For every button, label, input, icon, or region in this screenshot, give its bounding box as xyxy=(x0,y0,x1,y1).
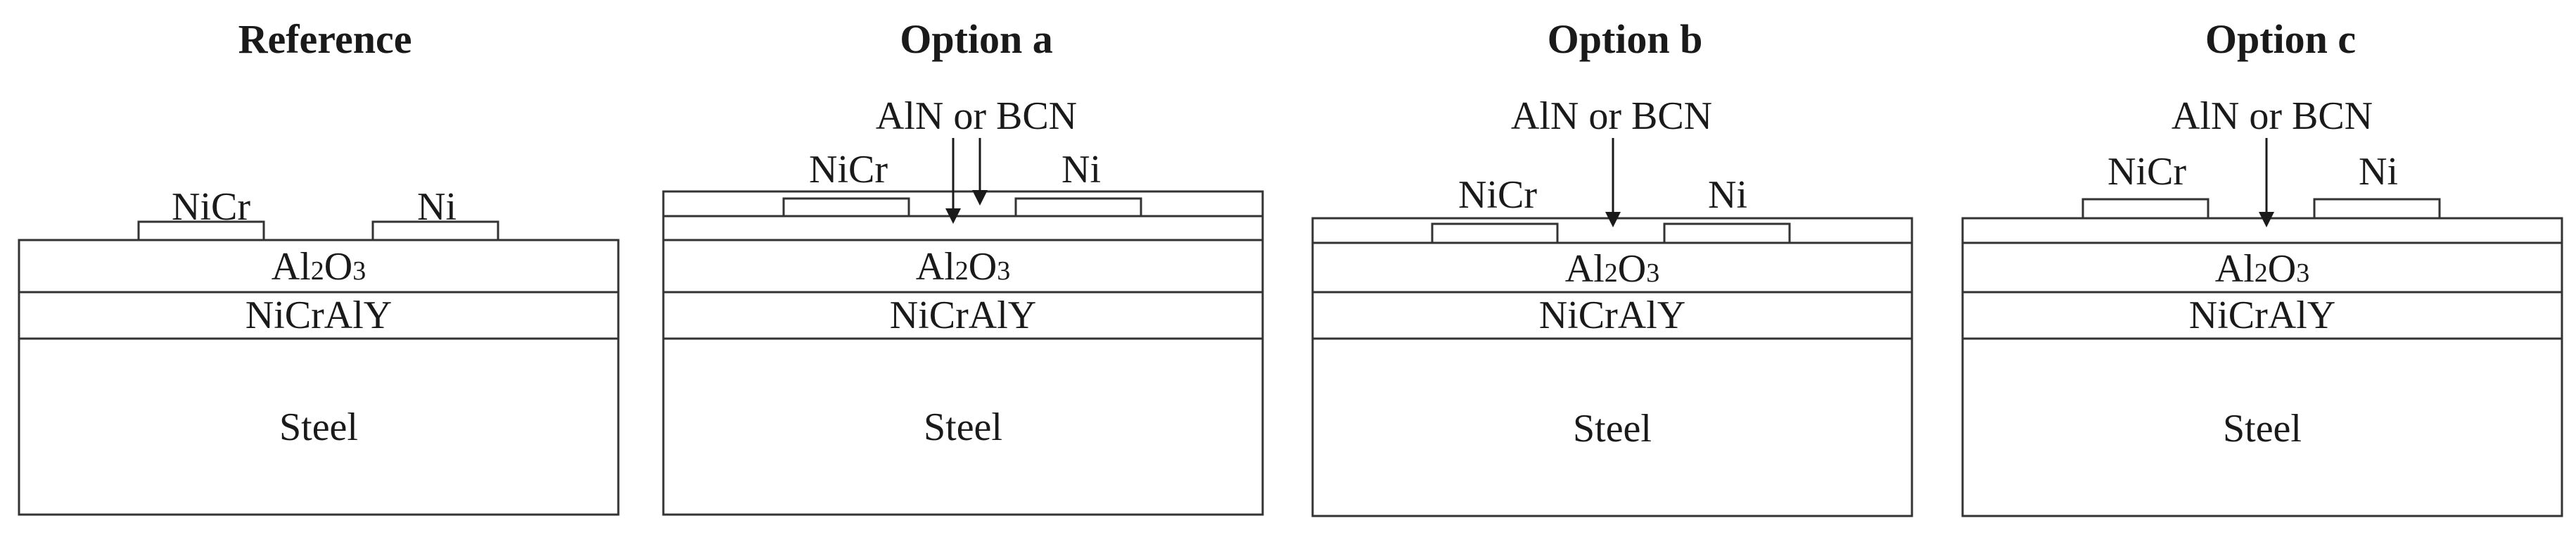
panel-reference: Reference NiCr Ni Al2O3 NiCrAlY Steel xyxy=(18,16,620,516)
panel-option-c: Option c AlN or BCN NiCr Ni Al2O3 NiCrAl… xyxy=(1961,16,2563,517)
ni-label: Ni xyxy=(1708,173,1747,217)
al2o3-label: Al2O3 xyxy=(2215,247,2309,291)
ni-label: Ni xyxy=(1061,148,1101,191)
nicraly-label: NiCrAlY xyxy=(890,294,1036,337)
coating-film xyxy=(1961,217,2563,244)
coating-label: AlN or BCN xyxy=(1511,94,1712,138)
coating-top-film xyxy=(662,190,1264,218)
nicr-label: NiCr xyxy=(172,185,250,229)
steel-label: Steel xyxy=(924,405,1002,449)
nicr-label: NiCr xyxy=(809,148,888,191)
ni-electrode xyxy=(2313,198,2441,220)
panel-option-a: Option a AlN or BCN NiCr Ni Al2O3 NiCrAl… xyxy=(662,16,1264,516)
coating-under-film xyxy=(662,215,1264,241)
steel-layer xyxy=(1961,337,2563,517)
al2o3-label: Al2O3 xyxy=(272,245,366,289)
steel-layer xyxy=(662,337,1264,516)
panel-title: Reference xyxy=(238,16,412,62)
steel-layer xyxy=(1311,337,1913,517)
nicr-electrode xyxy=(1431,222,1559,244)
panel-title: Option a xyxy=(900,16,1053,62)
arrow-head xyxy=(1605,212,1621,227)
nicr-electrode xyxy=(782,197,910,218)
steel-label: Steel xyxy=(2223,407,2302,451)
panel-title: Option c xyxy=(2205,16,2356,62)
coating-label: AlN or BCN xyxy=(2172,94,2373,138)
nicr-label: NiCr xyxy=(2108,150,2186,194)
arrow-head xyxy=(972,190,988,206)
nicraly-label: NiCrAlY xyxy=(1539,294,1685,337)
panel-option-b: Option b AlN or BCN NiCr Ni Al2O3 NiCrAl… xyxy=(1311,16,1913,517)
nicr-label: NiCr xyxy=(1458,173,1537,217)
ni-label: Ni xyxy=(417,185,457,229)
steel-label: Steel xyxy=(1573,407,1652,451)
coating-label: AlN or BCN xyxy=(876,94,1077,138)
panel-title: Option b xyxy=(1548,16,1703,62)
nicraly-label: NiCrAlY xyxy=(246,294,392,337)
nicr-electrode xyxy=(2081,198,2210,220)
ni-electrode xyxy=(1663,222,1791,244)
al2o3-label: Al2O3 xyxy=(1565,247,1659,291)
arrow-head xyxy=(945,208,961,224)
al2o3-label: Al2O3 xyxy=(916,245,1010,289)
steel-label: Steel xyxy=(279,405,358,449)
steel-layer xyxy=(18,337,620,516)
ni-label: Ni xyxy=(2359,150,2398,194)
arrow-head xyxy=(2259,212,2274,227)
nicraly-label: NiCrAlY xyxy=(2189,294,2335,337)
ni-electrode xyxy=(1014,197,1142,218)
